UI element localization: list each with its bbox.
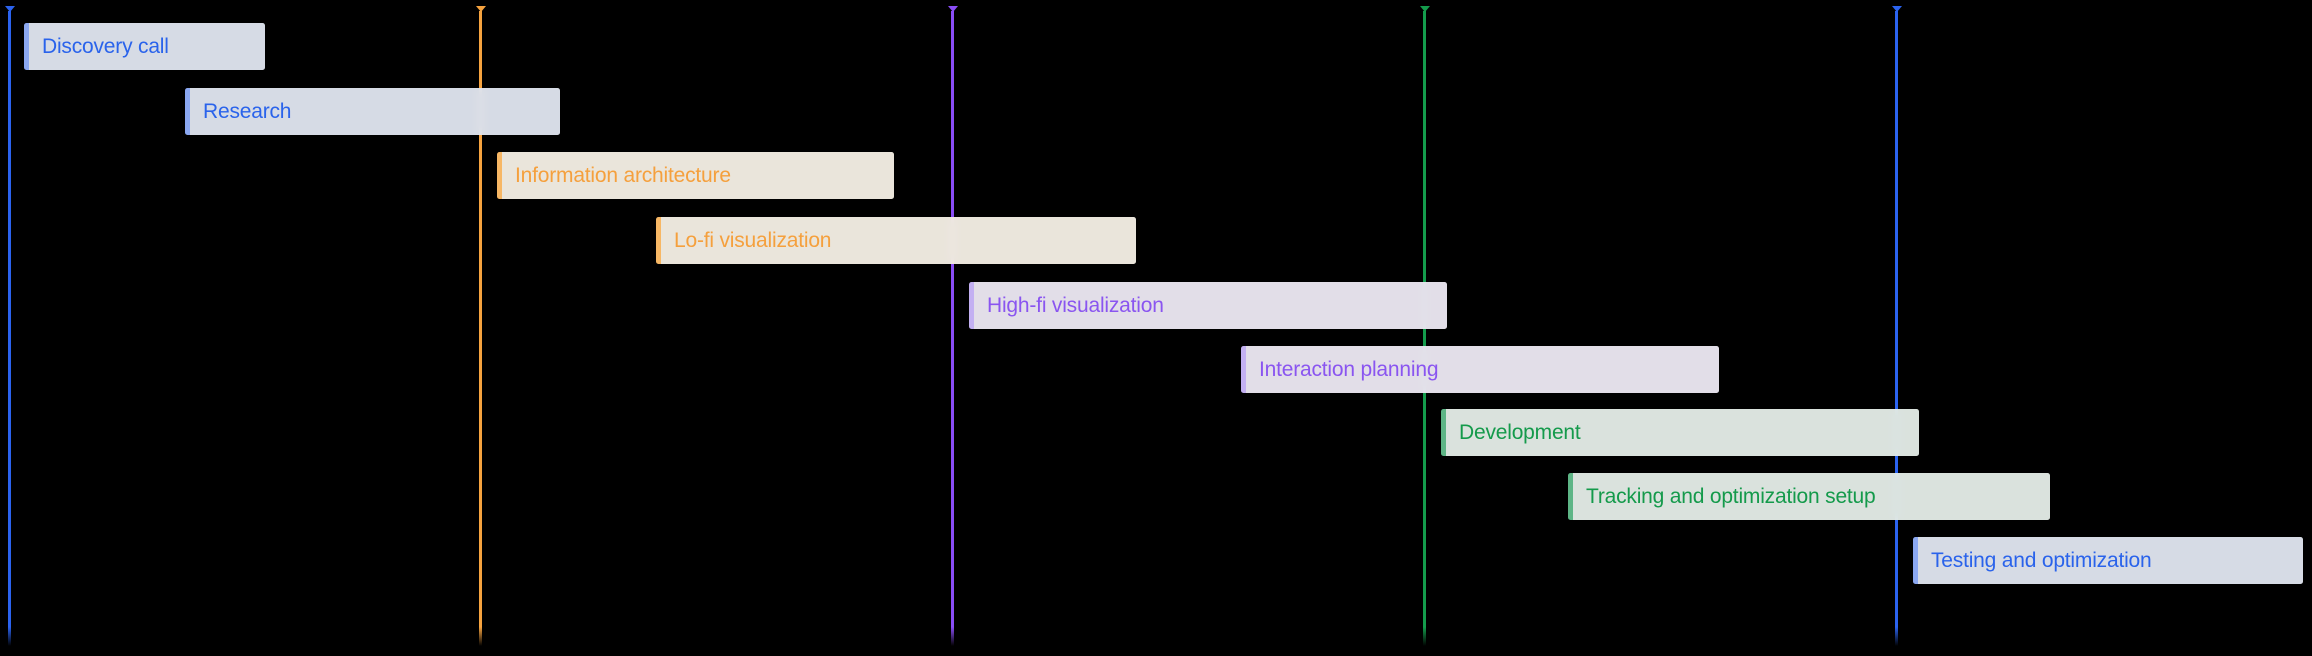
milestone-line-2	[479, 11, 482, 646]
task-label: Testing and optimization	[1931, 548, 2152, 572]
milestone-arrow-icon	[947, 6, 958, 12]
task-bar-information-architecture[interactable]: Information architecture	[497, 152, 894, 199]
task-bar-discovery-call[interactable]: Discovery call	[24, 23, 265, 70]
milestone-arrow-icon	[4, 6, 15, 12]
task-label: Lo-fi visualization	[674, 228, 832, 252]
task-label: Development	[1459, 420, 1581, 444]
task-label: Research	[203, 99, 292, 123]
task-bar-testing-and-optimization[interactable]: Testing and optimization	[1913, 537, 2303, 584]
task-bar-high-fi-visualization[interactable]: High-fi visualization	[969, 282, 1447, 329]
task-label: Information architecture	[515, 163, 731, 187]
task-label: Tracking and optimization setup	[1586, 484, 1876, 508]
milestone-arrow-icon	[1891, 6, 1902, 12]
task-bar-tracking-and-optimization-setup[interactable]: Tracking and optimization setup	[1568, 473, 2050, 520]
task-bar-development[interactable]: Development	[1441, 409, 1919, 456]
task-bar-interaction-planning[interactable]: Interaction planning	[1241, 346, 1719, 393]
task-bar-lo-fi-visualization[interactable]: Lo-fi visualization	[656, 217, 1136, 264]
task-bar-research[interactable]: Research	[185, 88, 560, 135]
task-label: Discovery call	[42, 34, 169, 58]
task-label: Interaction planning	[1259, 357, 1439, 381]
milestone-line-3	[951, 11, 954, 646]
milestone-line-5	[1895, 11, 1898, 646]
milestone-arrow-icon	[1419, 6, 1430, 12]
milestone-arrow-icon	[475, 6, 486, 12]
task-label: High-fi visualization	[987, 293, 1164, 317]
milestone-line-1	[8, 11, 11, 646]
